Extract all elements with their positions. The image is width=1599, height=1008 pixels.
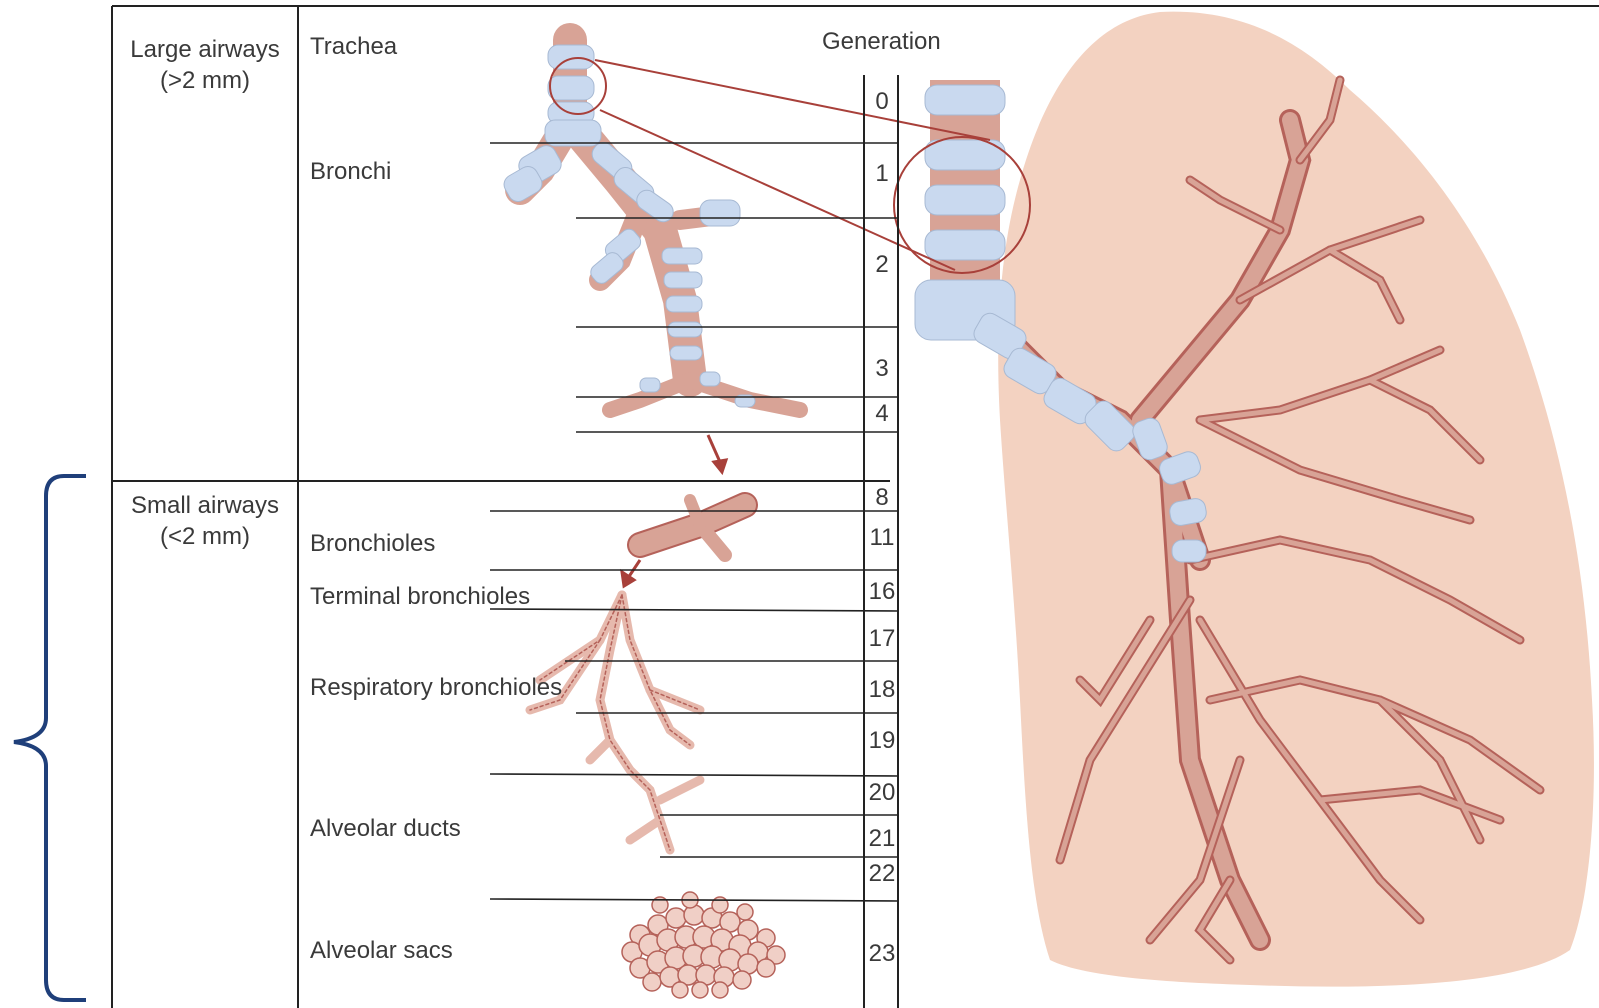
label-bronchi: Bronchi xyxy=(310,158,391,186)
alveolus xyxy=(666,908,686,928)
large-airways-name: Large airways xyxy=(120,34,290,65)
small-airways-brace xyxy=(14,476,86,1000)
label-trachea: Trachea xyxy=(310,33,397,61)
generation-number: 3 xyxy=(865,355,899,383)
left-airway-large xyxy=(500,40,800,410)
generation-number: 16 xyxy=(865,578,899,606)
bronchiole-segment xyxy=(640,500,745,555)
generation-number: 19 xyxy=(865,727,899,755)
alveolus xyxy=(757,959,775,977)
generation-number: 0 xyxy=(865,88,899,116)
generation-number: 8 xyxy=(865,484,899,512)
small-airways-label: Small airways (<2 mm) xyxy=(120,490,290,552)
alveolus xyxy=(712,982,728,998)
alveolus xyxy=(692,982,708,998)
alveolus xyxy=(672,982,688,998)
generation-number: 2 xyxy=(865,251,899,279)
generation-number: 21 xyxy=(865,825,899,853)
generation-number: 18 xyxy=(865,676,899,704)
generation-number: 4 xyxy=(865,400,899,428)
generation-number: 1 xyxy=(865,160,899,188)
label-bronchioles: Bronchioles xyxy=(310,530,435,558)
label-alveolar-ducts: Alveolar ducts xyxy=(310,815,461,843)
alveolus xyxy=(643,973,661,991)
generation-number: 20 xyxy=(865,779,899,807)
alveolus xyxy=(737,904,753,920)
label-respiratory-bronchioles: Respiratory bronchioles xyxy=(310,674,562,702)
alveolar-sac-cluster xyxy=(622,892,785,998)
generation-number: 22 xyxy=(865,860,899,888)
generation-number: 17 xyxy=(865,625,899,653)
alveolus xyxy=(733,971,751,989)
large-airways-size: (>2 mm) xyxy=(120,65,290,96)
large-airways-label: Large airways (>2 mm) xyxy=(120,34,290,96)
small-airways-name: Small airways xyxy=(120,490,290,521)
label-alveolar-sacs: Alveolar sacs xyxy=(310,937,453,965)
generation-number: 23 xyxy=(865,940,899,968)
small-airways-size: (<2 mm) xyxy=(120,521,290,552)
generation-number: 11 xyxy=(865,524,899,552)
label-terminal-bronchioles: Terminal bronchioles xyxy=(310,583,530,611)
small-airway-tree xyxy=(530,595,700,850)
generation-header: Generation xyxy=(822,28,941,56)
